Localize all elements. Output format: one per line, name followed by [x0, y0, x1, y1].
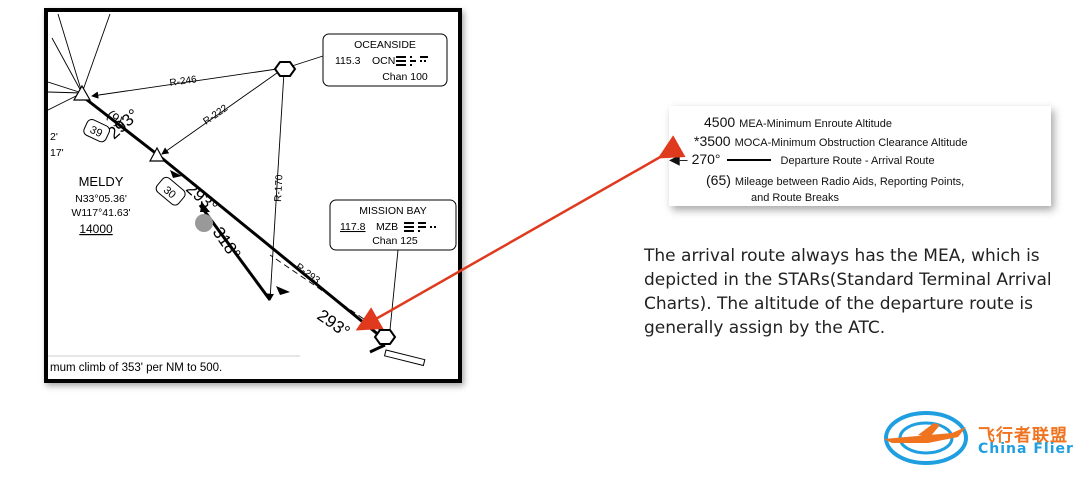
- radial-r246-line: [91, 67, 285, 99]
- legend-desc: MOCA-Minimum Obstruction Clearance Altit…: [734, 137, 968, 149]
- logo-plane-icon: [884, 411, 968, 465]
- meldy-name: MELDY: [79, 174, 124, 189]
- radial-r222-line: [161, 67, 285, 155]
- runway: [383, 349, 426, 367]
- oceanside-name: OCEANSIDE: [354, 39, 416, 51]
- left-fix-icon: [72, 84, 92, 101]
- mileage-39: 39: [88, 124, 104, 140]
- legend-value: 4500: [704, 114, 736, 130]
- grey-marker: [195, 214, 213, 232]
- climb-note: mum climb of 353' per NM to 500.: [50, 362, 222, 374]
- legend-value: *3500: [694, 133, 731, 149]
- meldy-lon: W117°41.63': [71, 207, 130, 219]
- china-flier-logo: 飞行者联盟 China Flier: [878, 405, 1078, 465]
- oceanside-box: OCEANSIDE 115.3 OCN Chan 100: [322, 33, 448, 87]
- oceanside-morse-icon: [396, 56, 428, 66]
- oceanside-freq: 115.3: [335, 55, 361, 67]
- legend-value: 270°: [691, 151, 721, 167]
- legend-desc: MEA-Minimum Enroute Altitude: [739, 118, 892, 130]
- edge-text-2: 17': [50, 147, 64, 159]
- legend-row-continuation: and Route Breaks: [747, 188, 839, 206]
- oceanside-ident: OCN: [372, 55, 395, 67]
- route-arrow-2: [276, 286, 290, 295]
- logo-english-text: China Flier: [978, 441, 1074, 457]
- meldy-fix-icon: [148, 146, 166, 162]
- radial-r170-line: [266, 71, 285, 301]
- oceanside-chan: Chan 100: [382, 71, 428, 83]
- legend-desc: Departure Route - Arrival Route: [780, 155, 935, 167]
- route-arrow-1: [170, 170, 182, 178]
- radial-r246-label: R-246: [169, 74, 198, 89]
- mileage-30-badge: 30: [155, 176, 186, 206]
- arrival-route-explanation: The arrival route always has the MEA, wh…: [644, 246, 1052, 338]
- legend-continuation: and Route Breaks: [751, 192, 840, 204]
- oceanside-connector: [291, 55, 324, 67]
- logo-chinese-text: 飞行者联盟: [978, 426, 1068, 446]
- legend-value: (65): [706, 172, 731, 188]
- legend-route-line: [726, 158, 771, 161]
- radial-r170-label: R-170: [273, 174, 285, 202]
- route-arrow-3: [200, 202, 210, 212]
- legend-row-mileage: (65)Mileage between Radio Aids, Reportin…: [706, 172, 964, 190]
- meldy-alt: 14000: [79, 222, 113, 236]
- mileage-39-badge: 39: [83, 119, 110, 143]
- annotation-arrow-line: [355, 135, 686, 331]
- meldy-lat: N33°05.36': [75, 193, 127, 205]
- edge-text-1: 2': [50, 131, 58, 143]
- oceanside-vor-icon: [273, 61, 297, 77]
- legend-desc: Mileage between Radio Aids, Reporting Po…: [734, 176, 965, 188]
